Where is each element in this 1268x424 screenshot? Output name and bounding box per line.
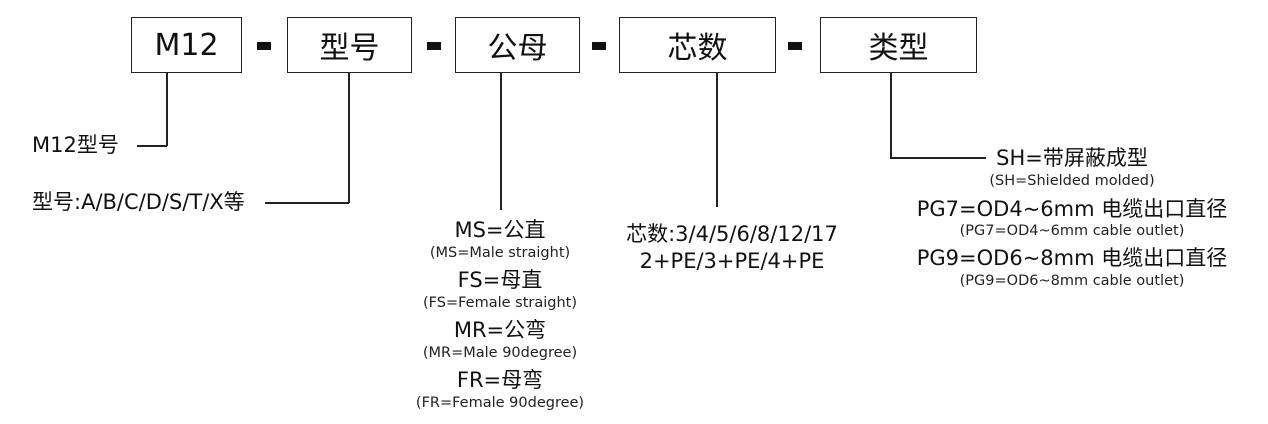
code-connector-vertical bbox=[166, 73, 168, 146]
separator-dash bbox=[427, 42, 441, 50]
type-item-label: SH=带屏蔽成型 bbox=[996, 146, 1148, 170]
model-label: 型号 bbox=[319, 31, 380, 66]
code-label: M12 bbox=[154, 27, 219, 63]
separator-dash bbox=[257, 42, 271, 50]
type-label: 类型 bbox=[868, 31, 929, 66]
model-options: 型号:A/B/C/D/S/T/X等 bbox=[32, 190, 245, 214]
separator-dash bbox=[592, 42, 606, 50]
type-item-label: PG7=OD4~6mm 电缆出口直径 bbox=[916, 197, 1228, 221]
code-description: M12型号 bbox=[32, 133, 119, 157]
model-connector-vertical bbox=[348, 73, 350, 203]
gender-item-label: FS=母直 bbox=[457, 268, 543, 292]
model-connector-horizontal bbox=[265, 202, 349, 204]
cores-connector-vertical bbox=[716, 73, 718, 207]
type-item-en: (PG9=OD6~8mm cable outlet) bbox=[959, 273, 1185, 289]
gender-item-label: MR=公弯 bbox=[453, 318, 547, 342]
type-connector-horizontal bbox=[890, 157, 986, 159]
cores-options-line1: 芯数:3/4/5/6/8/12/17 bbox=[626, 222, 838, 246]
type-connector-vertical bbox=[890, 73, 892, 158]
gender-item-en: (FS=Female straight) bbox=[423, 295, 577, 311]
separator-dash bbox=[788, 42, 802, 50]
type-item-en: (SH=Shielded molded) bbox=[989, 173, 1155, 189]
type-item-label: PG9=OD6~8mm 电缆出口直径 bbox=[916, 246, 1228, 270]
gender-label: 公母 bbox=[487, 31, 548, 66]
gender-connector-vertical bbox=[500, 73, 502, 210]
type-item-en: (PG7=OD4~6mm cable outlet) bbox=[959, 223, 1185, 239]
model-box: 型号 bbox=[287, 17, 412, 73]
gender-item-label: MS=公直 bbox=[454, 218, 546, 242]
code-connector-horizontal bbox=[137, 145, 167, 147]
cores-options-line2: 2+PE/3+PE/4+PE bbox=[639, 249, 825, 273]
gender-box: 公母 bbox=[455, 17, 580, 73]
gender-item-en: (FR=Female 90degree) bbox=[415, 395, 585, 411]
cores-box: 芯数 bbox=[619, 17, 776, 73]
gender-item-en: (MS=Male straight) bbox=[429, 245, 571, 261]
gender-item-en: (MR=Male 90degree) bbox=[422, 345, 578, 361]
code-box: M12 bbox=[131, 17, 242, 73]
cores-label: 芯数 bbox=[667, 31, 728, 66]
type-box: 类型 bbox=[820, 17, 977, 73]
gender-item-label: FR=母弯 bbox=[456, 368, 544, 392]
